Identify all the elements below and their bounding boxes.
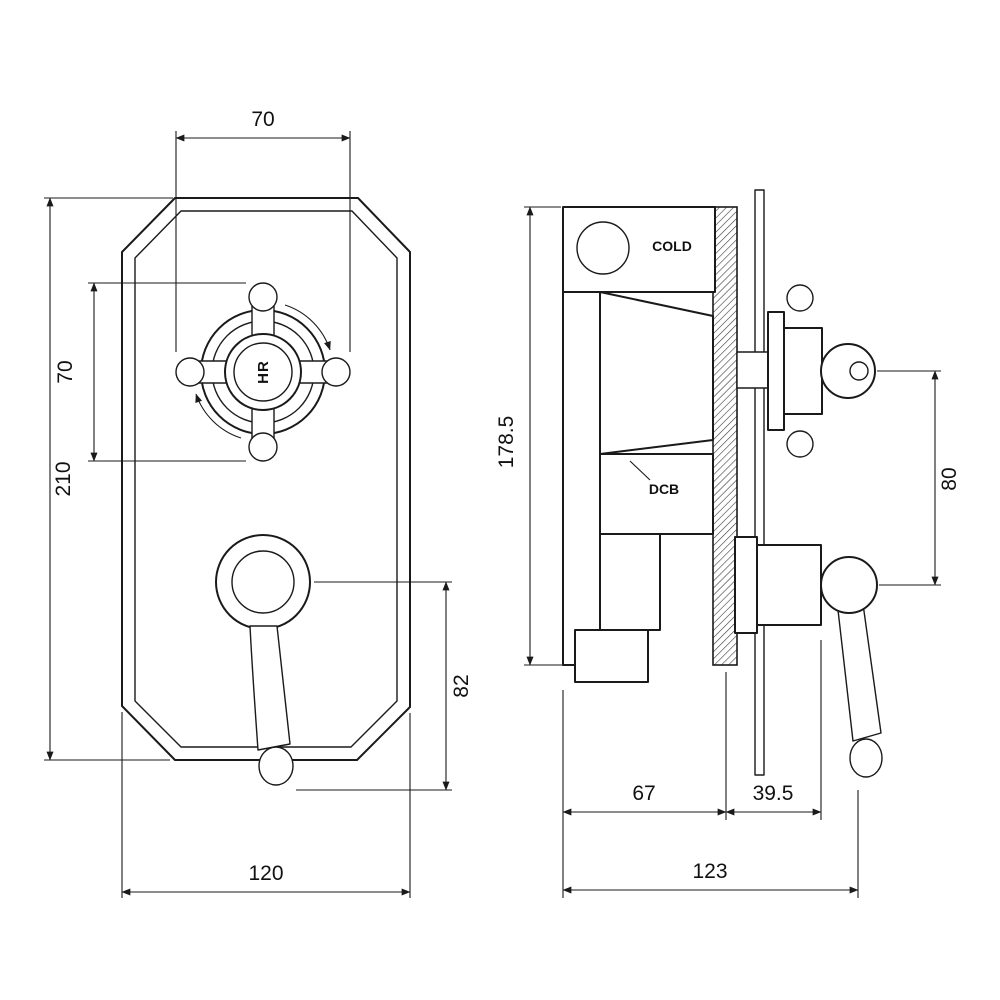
dim-side-handle-centres: 80 <box>877 370 961 586</box>
rotation-arrow-upper <box>284 304 331 351</box>
body-cone <box>599 291 714 455</box>
dim-front-plate-width: 120 <box>121 712 411 898</box>
hub-inner <box>233 342 293 402</box>
side-lever-handle <box>734 536 883 778</box>
cold-port-label: COLD <box>652 238 692 254</box>
dimension-value: 70 <box>54 360 77 383</box>
cross-arm-knob-cap <box>849 361 869 381</box>
dimension-value: 82 <box>450 674 473 697</box>
handle-hub-side <box>783 327 823 415</box>
lever-pivot-knob <box>820 556 878 614</box>
thermostat-cross-handle: HR <box>175 282 351 462</box>
rotation-arrow-lower <box>195 393 242 439</box>
handle-bezel-edge <box>767 311 785 431</box>
cross-arm-ball-bottom <box>786 430 814 458</box>
arm-ball-bottom <box>248 432 278 462</box>
body-spine <box>562 291 601 666</box>
handle-stem <box>736 351 770 389</box>
dimension-value: 210 <box>52 461 75 496</box>
arm-ball-top <box>248 282 278 312</box>
dim-front-lever-drop: 82 <box>296 581 473 791</box>
dim-front-handle-width: 70 <box>175 108 351 352</box>
faceplate-edge <box>754 189 765 776</box>
side-thermostat-handle <box>736 284 876 458</box>
body-foot <box>574 629 649 683</box>
dim-side-overall-depth: 123 <box>562 790 859 898</box>
body-marking: DCB <box>649 481 679 497</box>
dim-side-handle-projection: 39.5 <box>725 640 822 820</box>
dimension-value: 39.5 <box>753 782 794 805</box>
dim-side-overall-height: 178.5 <box>495 206 573 666</box>
body-mid-block <box>599 453 714 535</box>
lever-escutcheon <box>215 534 311 630</box>
mounting-plate-section <box>712 189 765 776</box>
hub-marking: HR <box>255 360 272 384</box>
valve-body-profile: COLD DCB <box>562 206 716 683</box>
hub-outer <box>224 333 302 411</box>
dimension-value: 80 <box>938 467 961 490</box>
dimension-value: 70 <box>251 108 274 131</box>
dimension-value: 123 <box>692 860 727 883</box>
cold-inlet-port <box>576 221 630 275</box>
wall-plate-hatched <box>712 206 738 666</box>
cross-arm-knob-front <box>820 343 876 399</box>
arm-ball-left <box>175 357 205 387</box>
dim-front-plate-height: 210 <box>44 197 173 761</box>
arm-ball-right <box>321 357 351 387</box>
dimension-value: 67 <box>632 782 655 805</box>
faceplate-outer-outline <box>121 197 411 761</box>
front-view: HR 70 70 210 <box>44 108 473 898</box>
faceplate-inner-outline <box>134 210 398 748</box>
dimension-value: 178.5 <box>495 416 518 469</box>
side-view: COLD DCB <box>495 189 961 898</box>
dcb-leader-line <box>629 460 651 481</box>
lever-escutcheon-inner <box>231 550 295 614</box>
lever-grip-ball <box>258 746 294 786</box>
dim-front-handle-height: 70 <box>54 282 246 462</box>
dim-side-body-depth: 67 <box>562 672 727 898</box>
lever-escutcheon-edge <box>734 536 758 634</box>
lever-hub-side <box>756 544 822 626</box>
lever-shaft-side <box>837 603 882 742</box>
faceplate <box>121 197 411 761</box>
dimension-value: 120 <box>248 862 283 885</box>
body-lower-block <box>599 533 661 631</box>
diverter-lever-handle <box>215 534 311 786</box>
cross-arm-ball-top <box>786 284 814 312</box>
lever-grip-ball-side <box>849 738 883 778</box>
